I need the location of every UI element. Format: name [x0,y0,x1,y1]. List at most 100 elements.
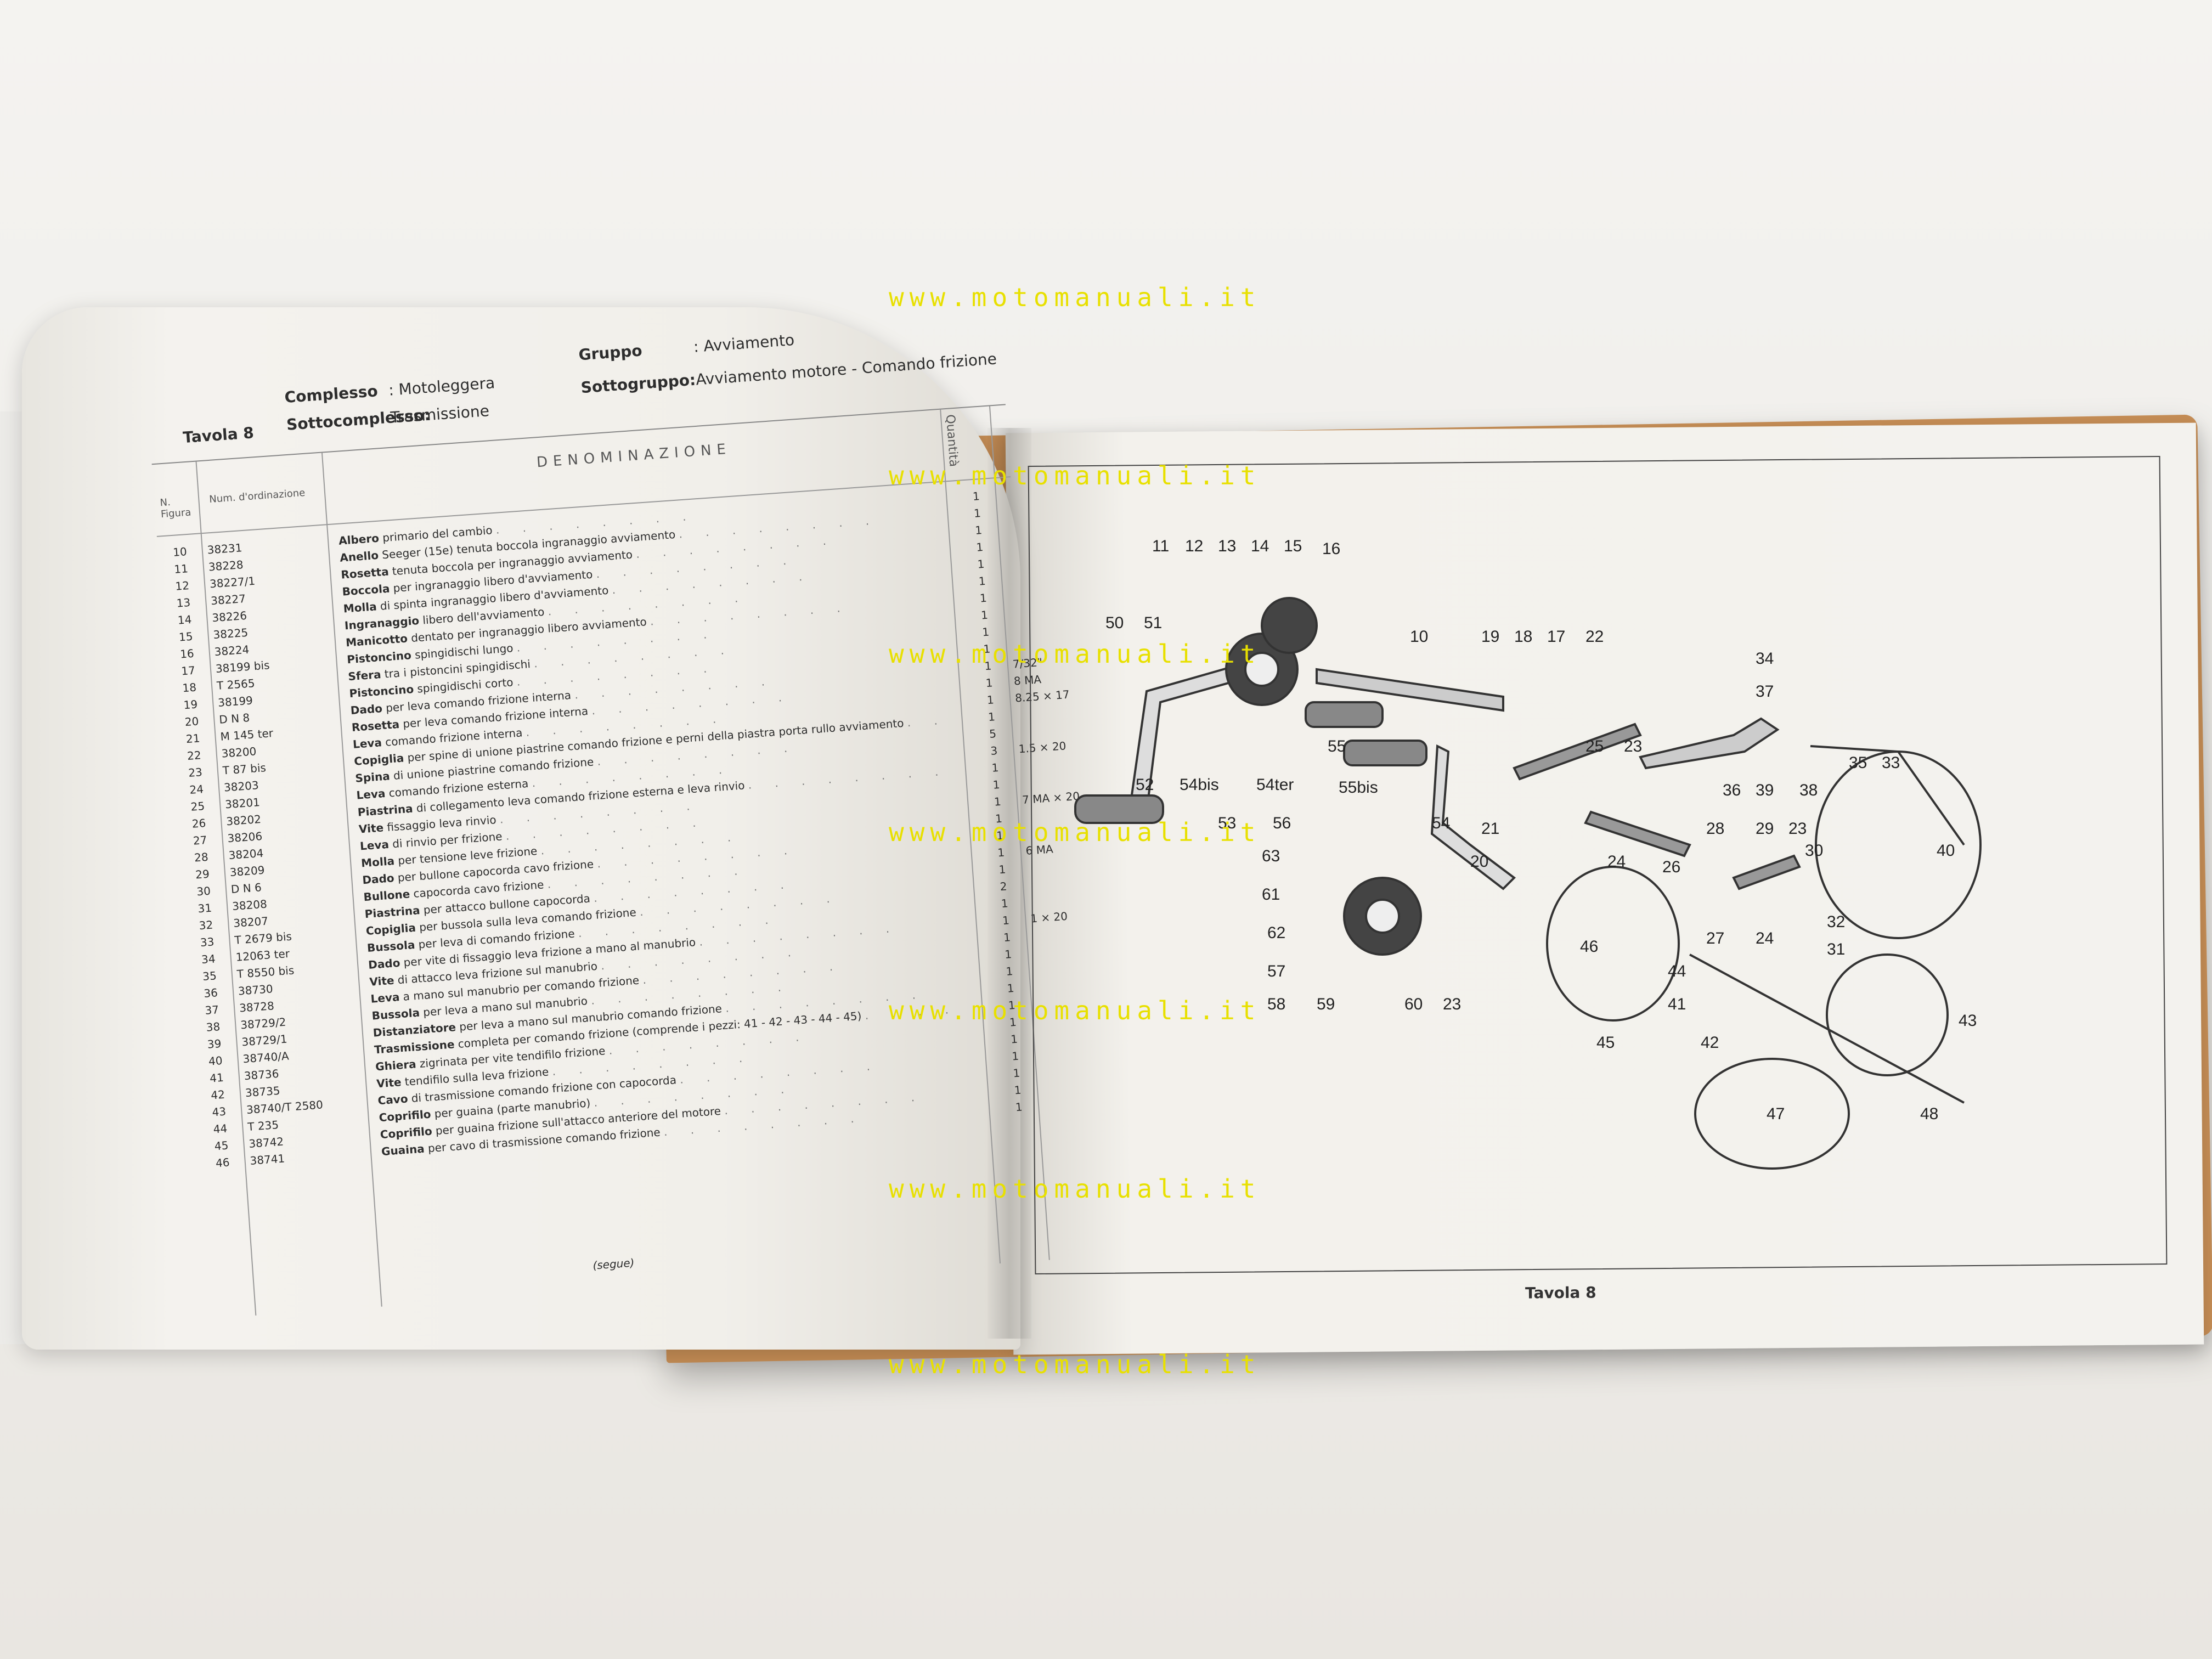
diagram-label: 36 [1723,781,1741,799]
figure-number: 41 [209,1070,224,1085]
diagram-label: 18 [1514,628,1532,646]
figure-number: 16 [179,646,195,661]
diagram-label: 45 [1596,1034,1615,1052]
gruppo-value: : Avviamento [692,331,795,356]
figure-number: 14 [177,612,193,627]
diagram-tavola-label: Tavola 8 [1525,1283,1596,1302]
part-name: Bullone [363,887,411,904]
diagram-label: 23 [1624,737,1642,755]
figure-number: 12 [174,579,190,593]
sottogruppo-label: Sottogruppo: [580,370,697,397]
figure-number: 39 [207,1036,222,1051]
diagram-label: 11 [1152,537,1169,555]
parts-table: N. Figura Num. d'ordinazione DENOMINAZIO… [151,404,1080,1316]
quantity: 1 [1004,947,1012,961]
watermark: www.motomanuali.it [889,996,1261,1025]
diagram-label: 58 [1267,995,1285,1013]
diagram-label: 34 [1756,650,1774,668]
diagram-label: 55 [1328,737,1346,755]
quantity: 1 [972,489,980,503]
diagram-label: 29 [1756,820,1774,838]
quantity: 1 [1003,930,1011,944]
col-header-figura: N. Figura [159,496,192,521]
figure-number: 18 [182,680,197,695]
quantity: 1 [986,693,995,707]
diagram-label: 37 [1756,682,1774,701]
quantity: 1 [975,540,984,554]
diagram-label: 27 [1706,929,1724,947]
sottogruppo-value: Avviamento motore - Comando frizione [695,349,997,389]
hand-lever-37 [1639,717,1780,770]
col-header-denominazione: DENOMINAZIONE [536,441,732,471]
quantity: 1 [974,523,983,537]
part-name: Copiglia [365,921,416,938]
leader-dots: . . . . . . . . [906,713,946,730]
figure-number: 22 [187,748,202,763]
diagram-label: 13 [1218,537,1236,555]
quantity: 1 [1006,981,1015,995]
diagram-label: 48 [1920,1105,1938,1123]
exploded-diagram: 11 12 13 14 15 16 50 51 10 19 18 17 22 3… [1074,537,1982,1170]
diagram-label: 54ter [1256,776,1294,794]
part-name: Albero [338,531,380,548]
figure-number: 46 [215,1155,230,1170]
figure-number: 45 [214,1138,229,1153]
part-name: Bussola [366,938,416,955]
cable-40-end [1810,745,1965,846]
figure-number: 44 [212,1121,228,1136]
part-name: Ghiera [375,1057,417,1074]
figure-number: 43 [211,1104,227,1119]
part-name: Rosetta [340,565,390,582]
diagram-label: 31 [1827,940,1845,958]
diagram-label: 57 [1267,962,1285,980]
part-name: Cavo [377,1092,409,1108]
diagram-label: 51 [1144,614,1162,632]
diagram-label: 15 [1284,537,1302,555]
diagram-label: 40 [1937,842,1955,860]
diagram-label: 61 [1262,885,1280,904]
figure-number: 29 [195,867,210,882]
figure-number: 42 [210,1087,225,1102]
watermark: www.motomanuali.it [889,1174,1261,1204]
part-name: Leva [370,990,400,1006]
quantity: 1 [994,794,1002,809]
diagram-label: 21 [1481,820,1499,838]
part-name: Rosetta [351,717,400,734]
diagram-label: 41 [1668,995,1686,1013]
diagram-label: 54bis [1180,776,1219,794]
lever-25 [1513,723,1642,781]
diagram-label: 30 [1805,842,1823,860]
figure-number: 28 [194,850,209,865]
lever-28 [1732,854,1801,890]
rubber-55bis [1343,740,1427,766]
quantity: 1 [980,608,989,622]
part-name: Dado [362,871,395,887]
part-name: Leva [356,787,386,802]
plate-26 [1584,810,1691,857]
diagram-label: 16 [1322,540,1340,558]
part-name: Leva [359,837,390,853]
diagram-label: 52 [1136,776,1154,794]
col-header-quantita: Quantità [943,414,961,467]
diagram-label: 24 [1607,853,1626,871]
quantity: 3 [990,743,998,758]
figure-number: 24 [189,782,204,797]
part-name: Boccola [341,582,391,599]
diagram-label: 35 [1849,754,1867,772]
diagram-label: 53 [1218,814,1236,832]
diagram-label: 33 [1882,754,1900,772]
part-name: Sfera [347,668,382,684]
part-name: Molla [343,600,377,616]
figure-number: 34 [201,952,216,967]
figure-number: 30 [196,884,211,899]
quantity: 1 [978,574,986,588]
part-name: Anello [339,548,379,565]
diagram-label: 54 [1432,814,1450,832]
part-name: Leva [352,736,382,751]
figure-number: 31 [197,901,212,916]
part-name: Coprifilo [378,1107,432,1125]
diagram-label: 56 [1273,814,1291,832]
part-name: Vite [376,1075,402,1091]
diagram-labels: 11 12 13 14 15 16 50 51 10 19 18 17 22 3… [1105,537,1977,1123]
watermark: www.motomanuali.it [889,1350,1261,1379]
